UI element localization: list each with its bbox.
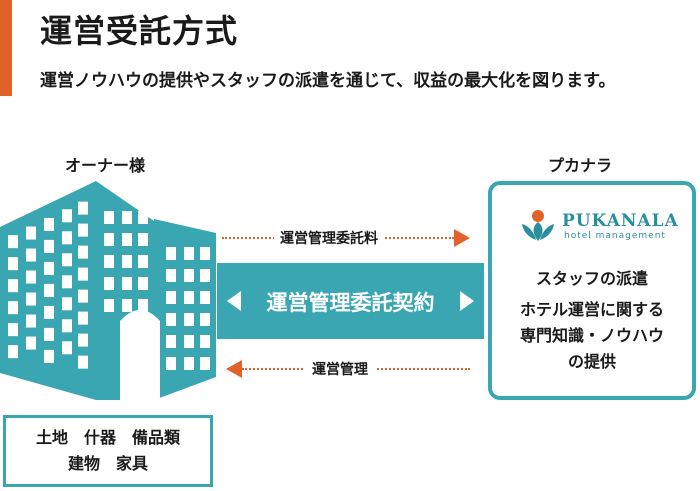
window	[184, 291, 194, 304]
window	[62, 275, 72, 289]
building-icon	[0, 181, 216, 400]
window	[44, 283, 54, 297]
window	[44, 349, 54, 363]
assets-line-2: 建物 家具	[67, 454, 148, 473]
owner-label: オーナー様	[65, 156, 146, 175]
window	[122, 255, 132, 268]
window	[26, 248, 36, 262]
window	[122, 211, 132, 224]
fee-flow-arrow: 運営管理委託料	[222, 228, 470, 248]
window	[26, 336, 36, 350]
page-title: 運営受託方式	[40, 12, 239, 50]
window	[78, 311, 88, 325]
window	[138, 299, 148, 312]
window	[78, 355, 88, 369]
arrow-right-icon	[454, 229, 470, 247]
chevron-right-icon	[460, 291, 474, 311]
window	[62, 341, 72, 355]
window	[122, 277, 132, 290]
window	[8, 279, 18, 293]
chevron-left-icon	[227, 291, 241, 311]
window	[104, 299, 114, 312]
management-flow-arrow: 運営管理	[226, 359, 470, 379]
window	[166, 335, 176, 348]
logo-name: PUKANALA	[562, 211, 679, 231]
window	[62, 209, 72, 223]
pukanala-logo: PUKANALA hotel management	[518, 207, 678, 247]
window	[166, 357, 176, 370]
window	[104, 255, 114, 268]
pukara-box: PUKANALA hotel management スタッフの派遣 ホテル運営に…	[488, 181, 696, 400]
window	[104, 233, 114, 246]
window	[184, 335, 194, 348]
window	[200, 357, 210, 370]
window	[166, 269, 176, 282]
window	[78, 245, 88, 259]
arrow-left-icon	[226, 360, 242, 378]
window	[200, 247, 210, 260]
page-subtitle: 運営ノウハウの提供やスタッフの派遣を通じて、収益の最大化を図ります。	[40, 71, 616, 91]
window	[44, 327, 54, 341]
window	[166, 291, 176, 304]
window	[184, 269, 194, 282]
window	[200, 291, 210, 304]
window	[44, 305, 54, 319]
window	[44, 217, 54, 231]
owner-assets-box: 土地 什器 備品類 建物 家具	[3, 415, 213, 487]
window	[184, 247, 194, 260]
window	[122, 299, 132, 312]
accent-bar	[0, 0, 12, 96]
window	[26, 270, 36, 284]
logo-subtitle: hotel management	[564, 231, 666, 241]
window	[62, 297, 72, 311]
lotus-logo-icon	[522, 210, 554, 241]
service-line-2: 専門知識・ノウハウ	[519, 326, 664, 345]
service-line-1: ホテル運営に関する	[519, 300, 664, 319]
window	[138, 233, 148, 246]
window	[166, 247, 176, 260]
fee-label: 運営管理委託料	[274, 228, 384, 248]
window	[62, 231, 72, 245]
window	[200, 269, 210, 282]
window	[26, 226, 36, 240]
assets-line-1: 土地 什器 備品類	[35, 428, 180, 447]
window	[138, 255, 148, 268]
contract-label: 運営管理委託契約	[266, 291, 435, 315]
window	[44, 239, 54, 253]
window	[138, 211, 148, 224]
pukara-label: プカナラ	[548, 156, 613, 175]
service-staff-dispatch: スタッフの派遣	[535, 269, 648, 288]
window	[8, 345, 18, 359]
window	[78, 201, 88, 215]
window	[184, 357, 194, 370]
window	[104, 277, 114, 290]
window	[138, 277, 148, 290]
window	[200, 335, 210, 348]
window	[78, 223, 88, 237]
window	[78, 289, 88, 303]
window	[104, 211, 114, 224]
management-label: 運営管理	[304, 359, 376, 379]
window	[78, 333, 88, 347]
window	[166, 313, 176, 326]
window	[62, 319, 72, 333]
window	[184, 313, 194, 326]
window	[62, 253, 72, 267]
window	[44, 261, 54, 275]
window	[8, 323, 18, 337]
window	[122, 233, 132, 246]
window	[8, 235, 18, 249]
service-line-3: の提供	[567, 352, 616, 371]
service-know-how: ホテル運営に関する 専門知識・ノウハウ の提供	[492, 297, 692, 375]
window	[78, 267, 88, 281]
window	[8, 301, 18, 315]
window	[26, 314, 36, 328]
window	[200, 313, 210, 326]
contract-band: 運営管理委託契約	[217, 263, 484, 339]
window	[26, 292, 36, 306]
window	[8, 257, 18, 271]
